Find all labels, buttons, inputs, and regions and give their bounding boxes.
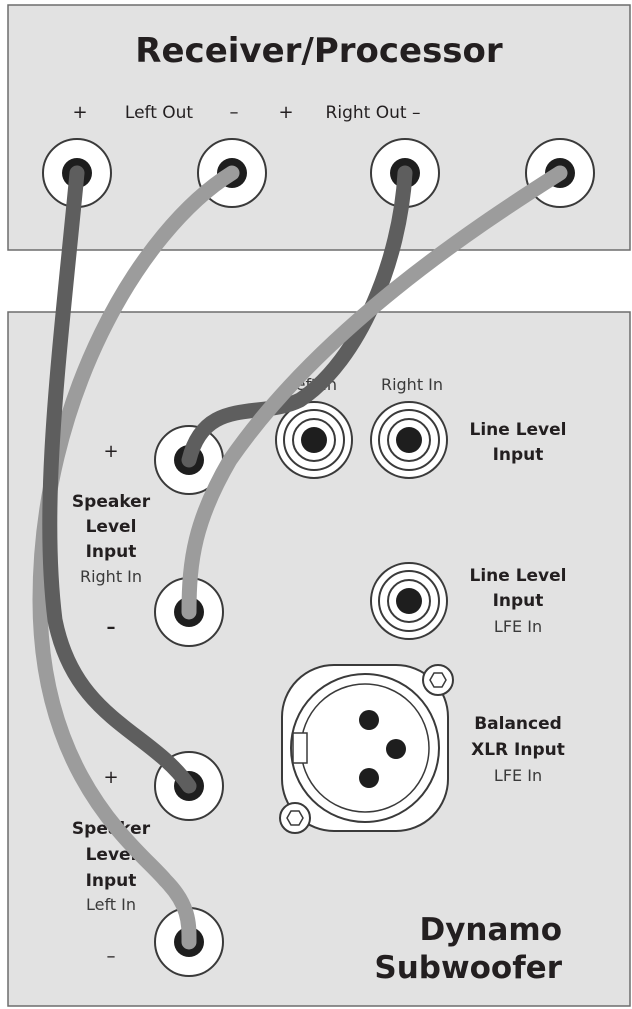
line-level-lfe-label-1: Line Level (469, 566, 566, 586)
wire-left-plus (42, 165, 197, 794)
xlr-bottom-screw-icon (279, 802, 311, 834)
brand-line-1: Dynamo (419, 912, 562, 948)
speaker-right-label-2: Level (86, 517, 137, 537)
rca-left-in-jack-icon (275, 401, 353, 479)
receiver-left-plus: + (72, 102, 87, 123)
speaker-left-label-4: Left In (86, 895, 136, 914)
rca-right-in-jack-icon (370, 401, 448, 479)
receiver-title: Receiver/Processor (135, 31, 503, 71)
speaker-right-label-3: Input (86, 542, 137, 562)
receiver-left-minus: – (230, 102, 239, 123)
receiver-right-plus: + (278, 102, 293, 123)
receiver-right-out-label: Right Out – (326, 103, 421, 123)
speaker-right-label-1: Speaker (72, 492, 151, 512)
speaker-right-plus: + (103, 441, 118, 462)
wire-left-minus (32, 165, 240, 950)
wire-right-minus (181, 165, 568, 620)
balanced-xlr-label-3: LFE In (494, 766, 542, 785)
xlr-top-screw-icon (422, 664, 454, 696)
speaker-right-label-4: Right In (80, 567, 142, 586)
xlr-jack-icon (281, 664, 449, 832)
rca-lfe-in-jack-icon (370, 562, 448, 640)
line-level-lfe-label-2: Input (493, 591, 544, 611)
speaker-left-minus: – (107, 946, 116, 967)
balanced-xlr-label-2: XLR Input (471, 740, 565, 760)
line-level-input-label-2: Input (493, 445, 544, 465)
speaker-right-minus: – (107, 617, 116, 638)
speaker-left-label-2: Level (86, 845, 137, 865)
balanced-xlr-label-1: Balanced (474, 714, 562, 734)
line-level-input-label-1: Line Level (469, 420, 566, 440)
line-level-lfe-label-3: LFE In (494, 617, 542, 636)
brand-line-2: Subwoofer (374, 950, 562, 986)
speaker-left-plus: + (103, 767, 118, 788)
wire-right-plus (181, 165, 413, 468)
speaker-left-label-3: Input (86, 871, 137, 891)
right-in-label: Right In (381, 375, 443, 394)
receiver-panel (7, 4, 631, 251)
receiver-left-out-label: Left Out (125, 103, 194, 123)
